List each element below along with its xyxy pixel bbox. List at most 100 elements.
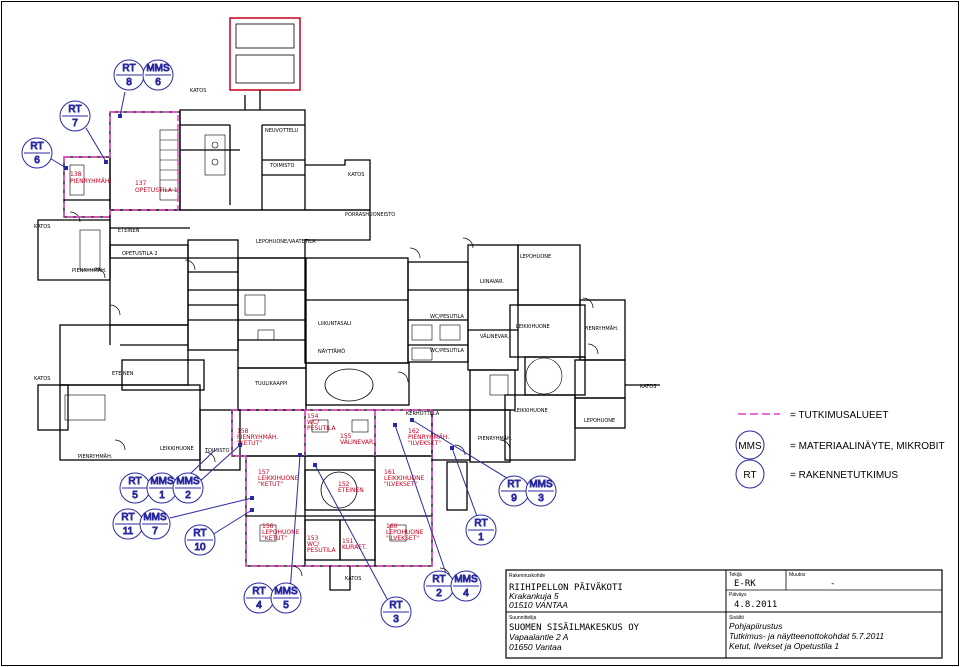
svg-text:WC/PESUTILA: WC/PESUTILA	[430, 314, 465, 320]
markers: RT 8 MMS 6 RT 7 RT 6 RT 5	[21, 59, 557, 628]
marker-rt2: RT 2 MMS 4	[423, 570, 482, 602]
legend-mms-symbol: MMS	[738, 441, 762, 452]
svg-text:LEIKKIHUONE: LEIKKIHUONE	[516, 324, 550, 330]
study-area-bottom	[231, 409, 433, 567]
content-caption: Sisältö	[729, 615, 744, 621]
date-value: 4.8.2011	[734, 600, 777, 610]
svg-text:KATOS: KATOS	[348, 172, 364, 178]
client-street: Krakankuja 5	[509, 591, 559, 601]
svg-text:TUULIKAAPPI: TUULIKAAPPI	[254, 381, 287, 387]
svg-text:RT: RT	[128, 476, 141, 487]
svg-text:KERHOTTELA: KERHOTTELA	[406, 411, 440, 417]
svg-text:RT: RT	[507, 479, 520, 490]
svg-text:ETEINEN: ETEINEN	[118, 228, 140, 234]
marker-rt6: RT 6	[21, 137, 53, 169]
svg-text:11: 11	[123, 526, 134, 537]
svg-text:PORRASHUONEISTO: PORRASHUONEISTO	[345, 212, 395, 218]
marker-rt1: RT 1	[465, 514, 497, 546]
svg-text:WC/PESUTILA: WC/PESUTILA	[430, 348, 465, 354]
svg-text:OPETUSTILA 2: OPETUSTILA 2	[122, 251, 158, 257]
svg-text:MMS: MMS	[274, 586, 298, 597]
svg-text:6: 6	[155, 77, 161, 88]
svg-text:LEPOHUONE: LEPOHUONE	[520, 254, 551, 260]
svg-text:LIINAVAR.: LIINAVAR.	[480, 279, 504, 285]
legend-rt-symbol: RT	[743, 470, 756, 481]
title-block: Rakennuskohde RIIHIPELLON PÄIVÄKOTI Krak…	[505, 569, 943, 659]
svg-text:VÄLINEVAR.: VÄLINEVAR.	[480, 333, 509, 340]
legend-rt-label: = RAKENNETUTKIMUS	[790, 470, 898, 481]
leader-lines	[39, 91, 511, 611]
svg-text:3: 3	[538, 493, 544, 504]
building-walls	[37, 17, 660, 591]
svg-text:LEIKKIHUONE: LEIKKIHUONE	[160, 446, 194, 452]
svg-text:7: 7	[72, 118, 78, 129]
svg-text:10: 10	[194, 542, 206, 553]
marker-rt9: RT 9 MMS 3	[498, 475, 557, 507]
svg-text:RT: RT	[474, 518, 487, 529]
legend: = TUTKIMUSALUEET MMS = MATERIAALINÄYTE, …	[735, 410, 945, 489]
marker-rt8: RT 8 MMS 6	[113, 59, 174, 91]
client-caption: Rakennuskohde	[509, 573, 545, 579]
study-areas	[63, 111, 433, 567]
svg-text:1: 1	[159, 490, 165, 501]
top-wing-box	[229, 17, 301, 91]
svg-text:ETEINEN: ETEINEN	[112, 371, 134, 377]
svg-text:RT: RT	[121, 512, 134, 523]
legend-mms-label: = MATERIAALINÄYTE, MIKROBIT	[790, 440, 945, 452]
marker-rt11: RT 11 MMS 7	[112, 508, 171, 540]
svg-text:9: 9	[511, 493, 517, 504]
drawn-by: E-RK	[734, 579, 756, 589]
study-area-137-138	[63, 111, 179, 218]
svg-text:KATOS: KATOS	[640, 384, 656, 390]
marker-rt5: RT 5 MMS 1	[119, 472, 178, 504]
svg-text:1: 1	[478, 532, 484, 543]
svg-text:MMS: MMS	[176, 476, 200, 487]
svg-text:6: 6	[34, 155, 40, 166]
marker-rt7: RT 7	[59, 100, 91, 132]
svg-text:RT: RT	[252, 586, 265, 597]
svg-text:TOIMISTO: TOIMISTO	[204, 448, 229, 454]
svg-text:MMS: MMS	[150, 476, 174, 487]
svg-text:5: 5	[283, 600, 289, 611]
svg-text:PIENRYHMÄH.: PIENRYHMÄH.	[78, 453, 113, 460]
content-line-2: Tutkimus- ja näytteenottokohdat 5.7.2011	[729, 631, 884, 641]
svg-text:RT: RT	[389, 600, 402, 611]
svg-text:7: 7	[152, 526, 158, 537]
svg-text:4: 4	[463, 588, 469, 599]
svg-text:3: 3	[393, 614, 399, 625]
svg-text:KATOS: KATOS	[190, 88, 206, 94]
designer-city: 01650 Vantaa	[509, 642, 562, 652]
client-name: RIIHIPELLON PÄIVÄKOTI	[509, 582, 623, 593]
svg-text:MMS: MMS	[143, 512, 167, 523]
door-swings	[69, 211, 599, 579]
svg-text:RT: RT	[193, 528, 206, 539]
marker-rt3: RT 3	[380, 596, 412, 628]
changes-value: -	[830, 579, 835, 589]
svg-text:2: 2	[185, 490, 191, 501]
svg-text:PIENRYHMÄH.: PIENRYHMÄH.	[72, 267, 107, 274]
svg-text:RT: RT	[432, 574, 445, 585]
marker-rt4: RT 4 MMS 5	[243, 582, 302, 614]
svg-text:8: 8	[126, 77, 132, 88]
designer-street: Vapaalantie 2 A	[509, 632, 569, 642]
svg-text:MMS: MMS	[146, 63, 170, 74]
room-137-label: 137 OPETUSTILA 1	[135, 180, 178, 194]
content-line-3: Ketut, Ilvekset ja Opetustila 1	[729, 641, 839, 651]
svg-text:PIENRYHMÄH.: PIENRYHMÄH.	[584, 325, 619, 332]
svg-text:LEPOHUONE/VAATETILA: LEPOHUONE/VAATETILA	[256, 239, 316, 245]
date-caption: Päiväys	[729, 592, 747, 598]
legend-study-label: = TUTKIMUSALUEET	[790, 410, 888, 421]
svg-text:KATOS: KATOS	[34, 376, 50, 382]
fixtures	[64, 129, 563, 542]
svg-text:MMS: MMS	[529, 479, 553, 490]
svg-text:NEUVOTTELU: NEUVOTTELU	[265, 128, 299, 134]
